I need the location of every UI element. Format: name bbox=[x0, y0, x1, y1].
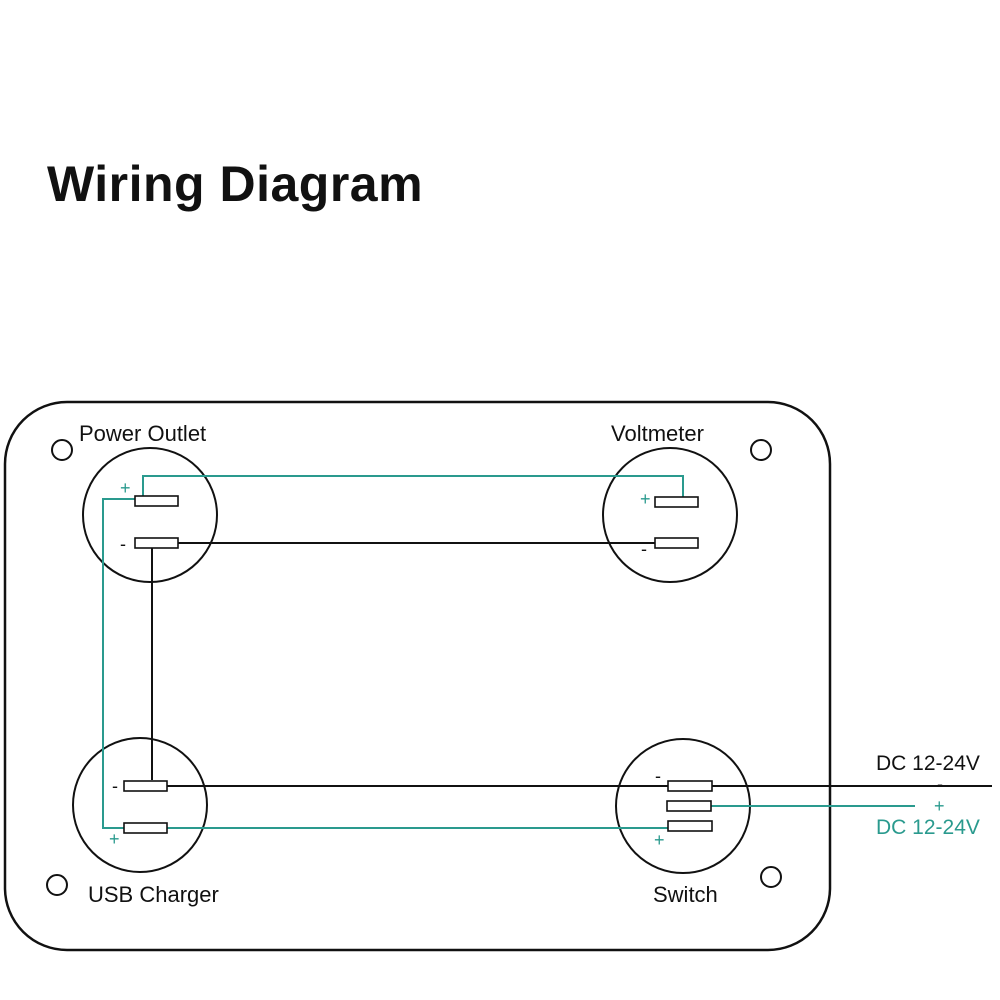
power-outlet-minus-terminal bbox=[134, 537, 179, 549]
power-outlet-plus-terminal bbox=[134, 495, 179, 507]
usb-charger-plus-sign: + bbox=[109, 829, 120, 849]
voltmeter-label: Voltmeter bbox=[611, 421, 704, 446]
mounting-hole-bottom-left bbox=[46, 874, 68, 896]
mounting-hole-top-left bbox=[51, 439, 73, 461]
usb-charger-minus-terminal bbox=[123, 780, 168, 792]
positive-wires bbox=[102, 475, 915, 829]
supply-positive-sign: + bbox=[934, 796, 945, 816]
power-outlet-plus-sign: + bbox=[120, 478, 131, 498]
voltmeter-plus-terminal bbox=[654, 496, 699, 508]
supply-negative-label: DC 12-24V bbox=[876, 752, 980, 775]
usb-charger-minus-sign: - bbox=[112, 776, 118, 796]
switch-middle-terminal bbox=[666, 800, 712, 812]
power-outlet-socket bbox=[82, 447, 218, 583]
power-outlet-label: Power Outlet bbox=[79, 421, 206, 446]
supply-positive-label: DC 12-24V bbox=[876, 816, 980, 839]
supply-negative-sign: - bbox=[937, 774, 943, 794]
switch-plus-sign: + bbox=[654, 830, 665, 850]
panel-outline bbox=[3, 400, 832, 952]
mounting-hole-top-right bbox=[750, 439, 772, 461]
terminals bbox=[123, 495, 713, 834]
negative-wires bbox=[151, 542, 992, 787]
switch-bottom-terminal bbox=[667, 820, 713, 832]
wire-outlet-pos-to-usb-pos bbox=[102, 498, 143, 829]
switch-label: Switch bbox=[653, 882, 718, 907]
voltmeter-minus-sign: - bbox=[641, 539, 647, 559]
voltmeter-plus-sign: + bbox=[640, 489, 651, 509]
mounting-hole-bottom-right bbox=[760, 866, 782, 888]
voltmeter-minus-terminal bbox=[654, 537, 699, 549]
page-title: Wiring Diagram bbox=[47, 156, 424, 212]
switch-top-terminal bbox=[667, 780, 713, 792]
usb-charger-label: USB Charger bbox=[88, 882, 219, 907]
switch-minus-sign: - bbox=[655, 766, 661, 786]
wire-outlet-pos-to-voltmeter-pos bbox=[142, 475, 684, 499]
power-outlet-minus-sign: - bbox=[120, 534, 126, 554]
usb-charger-plus-terminal bbox=[123, 822, 168, 834]
voltmeter-socket bbox=[602, 447, 738, 583]
usb-charger-socket bbox=[72, 737, 208, 873]
